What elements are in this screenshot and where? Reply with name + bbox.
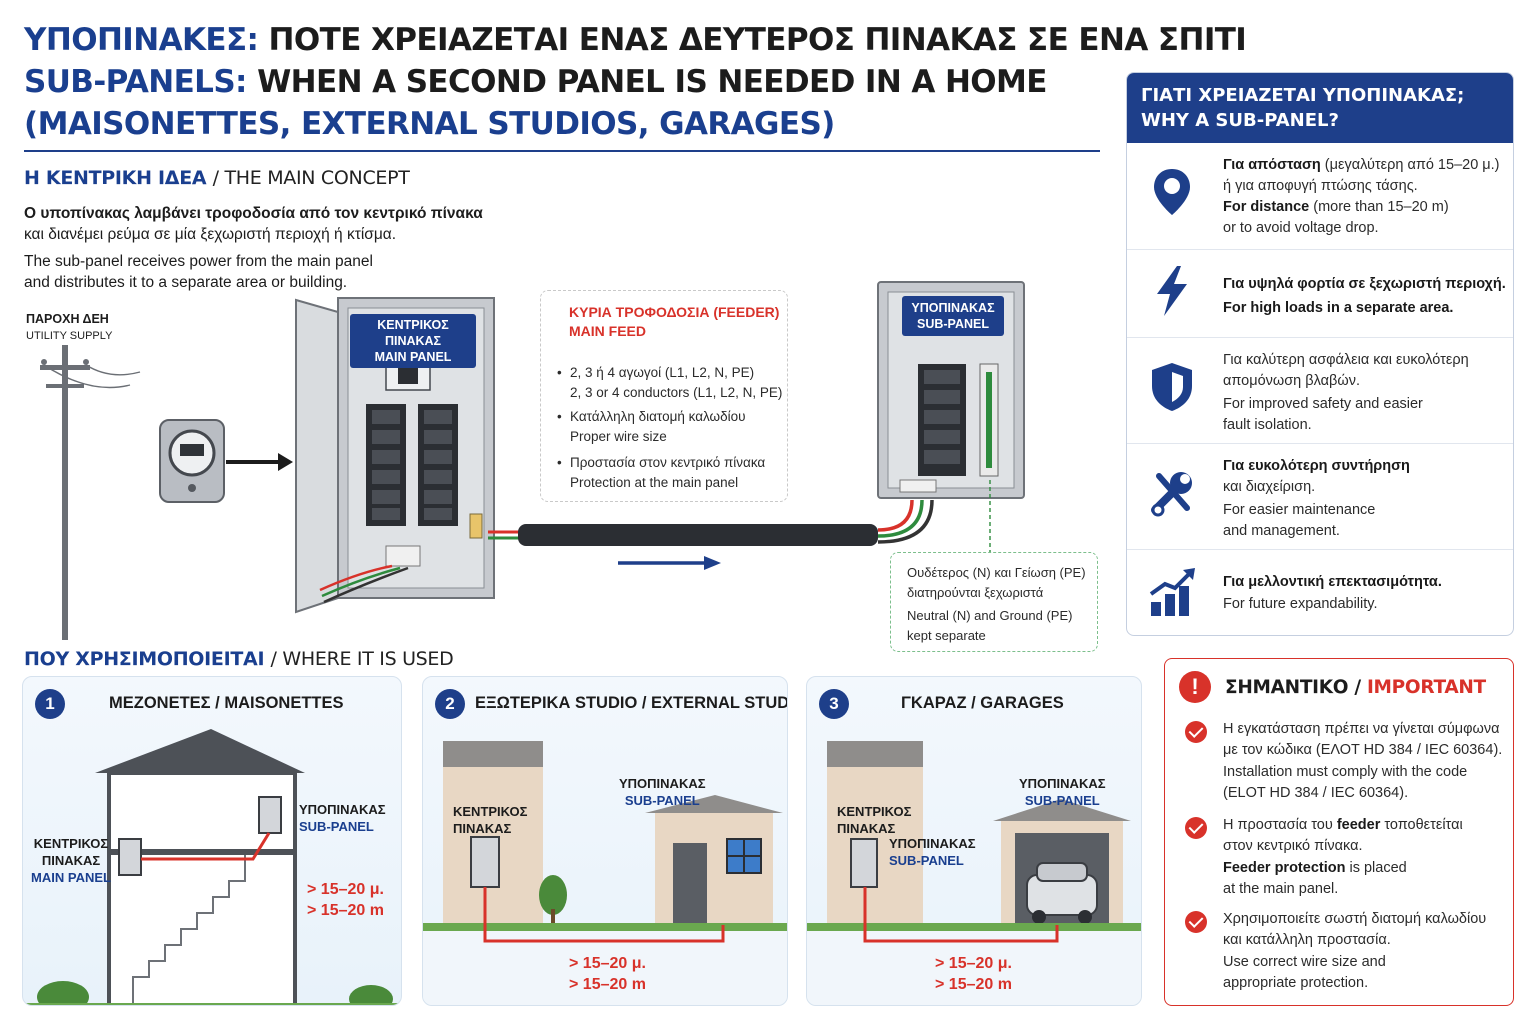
concept-heading: Η ΚΕΝΤΡΙΚΗ ΙΔΕΑ / THE MAIN CONCEPT: [24, 167, 410, 189]
use-card-garages: 3 ΓΚΑΡΑΖ / GARAGES ΚΕΝΤΡΙΚΟΣ ΠΙΝΑΚΑΣ ΥΠΟ…: [806, 676, 1142, 1006]
use-card-maisonettes: 1 ΜΕΖΟΝΕΤΕΣ / MAISONETTES ΚΕΝΤΡΙΚΟΣ ΠΙΝΑ…: [22, 676, 402, 1006]
exclamation-icon: !: [1179, 671, 1211, 703]
feed-diagram: [40, 281, 1025, 640]
title-line-1: ΥΠΟΠΙΝΑΚΕΣ: ΠΟΤΕ ΧΡΕΙΑΖΕΤΑΙ ΕΝΑΣ ΔΕΥΤΕΡΟ…: [24, 22, 1247, 58]
utility-pole-icon: [40, 345, 141, 640]
title-line-2: SUB-PANELS: WHEN A SECOND PANEL IS NEEDE…: [24, 64, 1047, 100]
important-item-code: Η εγκατάσταση πρέπει να γίνεται σύμφωνα …: [1223, 721, 1503, 801]
important-panel: ! ΣΗΜΑΝΤΙΚΟ / IMPORTANT Η εγκατάσταση πρ…: [1164, 658, 1514, 1006]
check-icon: [1185, 817, 1207, 839]
garage-illustration: [807, 741, 1141, 1005]
why-item-expandability: Για μελλοντική επεκτασιμότητα. For futur…: [1127, 549, 1513, 635]
why-item-maintenance: Για ευκολότερη συντήρηση και διαχείριση.…: [1127, 443, 1513, 549]
feeder-cable: [518, 524, 878, 546]
why-item-high-loads: Για υψηλά φορτία σε ξεχωριστή περιοχή. F…: [1127, 249, 1513, 337]
lightning-bolt-icon: [1157, 266, 1187, 316]
concept-text: Ο υποπίνακας λαμβάνει τροφοδοσία από τον…: [24, 205, 483, 291]
check-icon: [1185, 721, 1207, 743]
why-panel: ΓΙΑΤΙ ΧΡΕΙΑΖΕΤΑΙ ΥΠΟΠΙΝΑΚΑΣ; WHY A SUB-P…: [1126, 72, 1514, 636]
electric-meter-icon: [159, 419, 225, 503]
why-item-safety: Για καλύτερη ασφάλεια και ευκολότερη απο…: [1127, 337, 1513, 443]
uses-heading: ΠΟΥ ΧΡΗΣΙΜΟΠΟΙΕΙΤΑΙ / WHERE IT IS USED: [24, 648, 454, 670]
use-card-external-studios: 2 ΕΞΩΤΕΡΙΚΑ STUDIO / EXTERNAL STUDIOS ΚΕ…: [422, 676, 788, 1006]
wrench-screwdriver-icon: [1151, 472, 1192, 517]
title-line-3: (MAISONETTES, EXTERNAL STUDIOS, GARAGES): [24, 106, 835, 142]
sub-panel-cabinet: [877, 281, 1025, 499]
check-icon: [1185, 911, 1207, 933]
why-heading: ΓΙΑΤΙ ΧΡΕΙΑΖΕΤΑΙ ΥΠΟΠΙΝΑΚΑΣ; WHY A SUB-P…: [1127, 73, 1513, 143]
studio-illustration: [423, 741, 787, 1005]
feeder-callout: ΚΥΡΙΑ ΤΡΟΦΟΔΟΣΙΑ (FEEDER) MAIN FEED •2, …: [540, 290, 788, 502]
title-divider: [24, 150, 1100, 152]
shield-icon: [1152, 363, 1192, 411]
main-panel-label: ΚΕΝΤΡΙΚΟΣ ΠΙΝΑΚΑΣ MAIN PANEL: [350, 314, 476, 368]
important-heading: ΣΗΜΑΝΤΙΚΟ / IMPORTANT: [1225, 677, 1486, 698]
important-item-wire-size: Χρησιμοποιείτε σωστή διατομή καλωδίου κα…: [1223, 911, 1487, 991]
important-item-feeder: Η προστασία του feeder τοποθετείται στον…: [1223, 817, 1463, 897]
utility-label: ΠΑΡΟΧΗ ΔΕΗ UTILITY SUPPLY: [26, 312, 113, 342]
why-item-distance: Για απόσταση (μεγαλύτερη από 15–20 μ.) ή…: [1127, 141, 1513, 249]
sub-panel-label: ΥΠΟΠΙΝΑΚΑΣ SUB-PANEL: [902, 296, 1004, 336]
maisonette-illustration: [23, 729, 401, 1005]
neutral-ground-callout: Ουδέτερος (N) και Γείωση (PE) διατηρούντ…: [890, 552, 1098, 652]
growth-chart-icon: [1149, 568, 1195, 616]
location-pin-icon: [1154, 169, 1190, 215]
